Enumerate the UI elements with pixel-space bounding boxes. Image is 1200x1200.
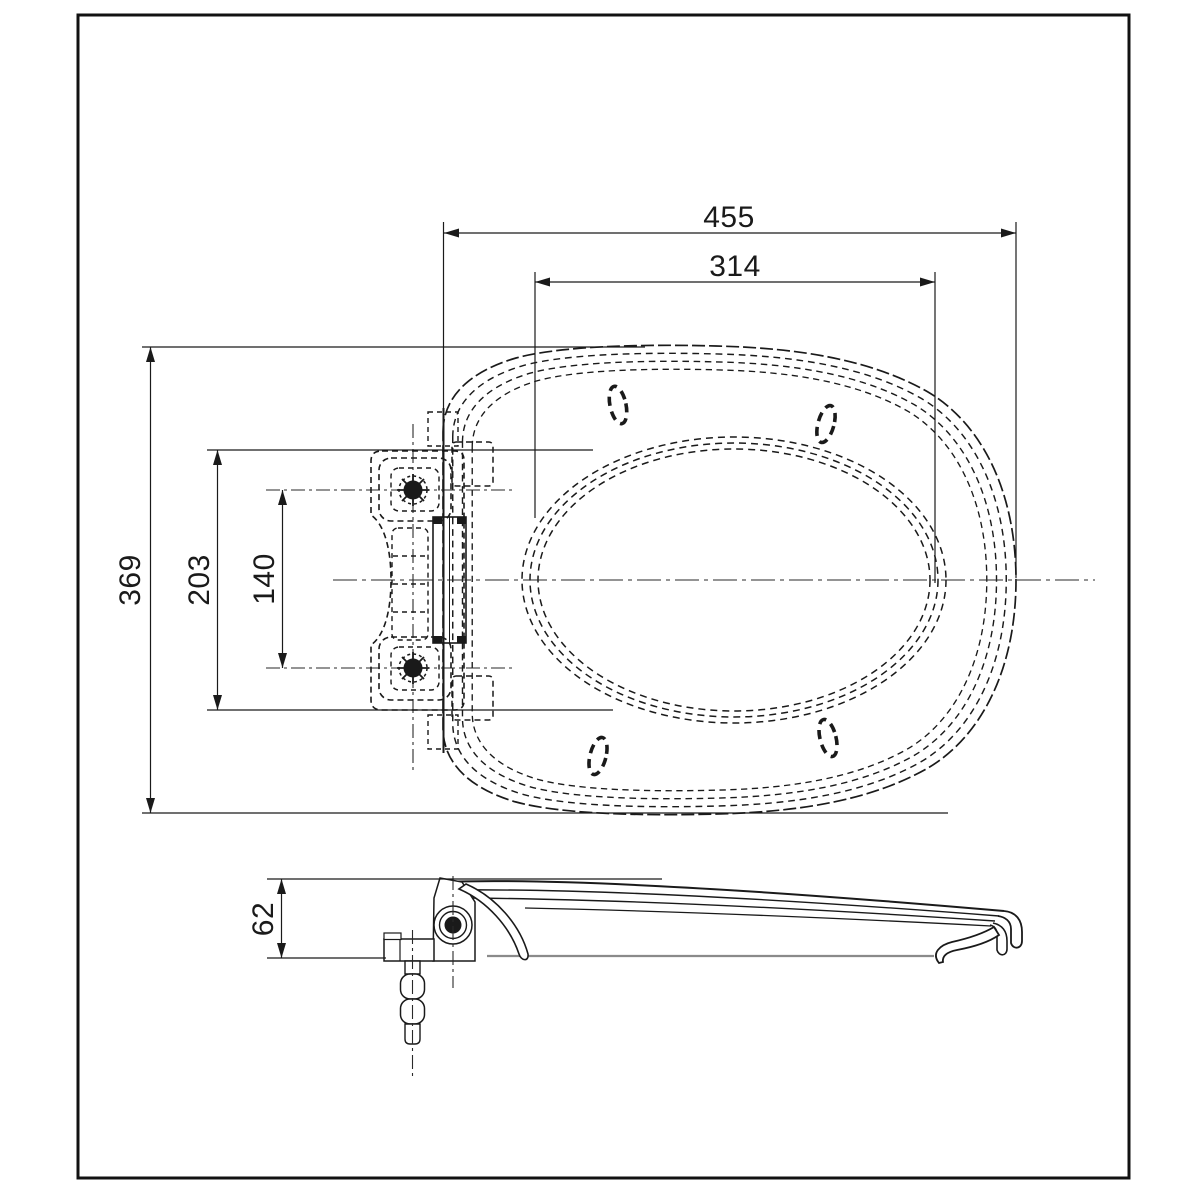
hinge-plate-span-label: 203 (183, 554, 216, 606)
bumper-slot-top-right (815, 403, 837, 445)
bumper-slot-bottom-right (817, 717, 839, 759)
bracket-tab-bottom (427, 714, 459, 750)
dimension-opening-length: 314 (534, 250, 936, 583)
bracket-ladder (391, 527, 429, 641)
dimension-overall-width: 369 (114, 346, 948, 814)
hinge-bracket (370, 408, 494, 753)
bumper-slot-bottom-left (587, 735, 609, 777)
dimension-hinge-hole-spacing: 140 (248, 490, 287, 668)
opening-length-label: 314 (709, 250, 761, 283)
bumper-slot-top-left (607, 384, 629, 426)
dimension-side-height: 62 (247, 878, 662, 959)
hinge-hole-spacing-label: 140 (248, 553, 281, 605)
side-height-label: 62 (247, 902, 280, 936)
front-bumper (935, 925, 1001, 965)
bracket-column (432, 516, 467, 644)
top-view: 455 314 369 203 140 (114, 201, 1095, 816)
dimension-overall-length: 455 (442, 201, 1017, 578)
hinge-bolt-top (403, 480, 423, 500)
drawing-frame (76, 13, 1131, 1180)
hinge-pin (444, 916, 462, 934)
bumper-slots (587, 384, 839, 777)
overall-width-label: 369 (114, 554, 147, 606)
hinge-plate-top (378, 457, 452, 522)
side-hinge (383, 876, 529, 1078)
bracket-tab-top (427, 411, 459, 447)
lid-profile-lines (441, 880, 1005, 927)
overall-length-label: 455 (703, 201, 755, 234)
hinge-plate-bottom (378, 636, 452, 701)
dimension-hinge-plate-span: 203 (183, 449, 613, 711)
hinge-bolt-bottom (403, 658, 423, 678)
hinge-cover-arm (457, 883, 529, 961)
side-view: 62 (247, 876, 1023, 1078)
